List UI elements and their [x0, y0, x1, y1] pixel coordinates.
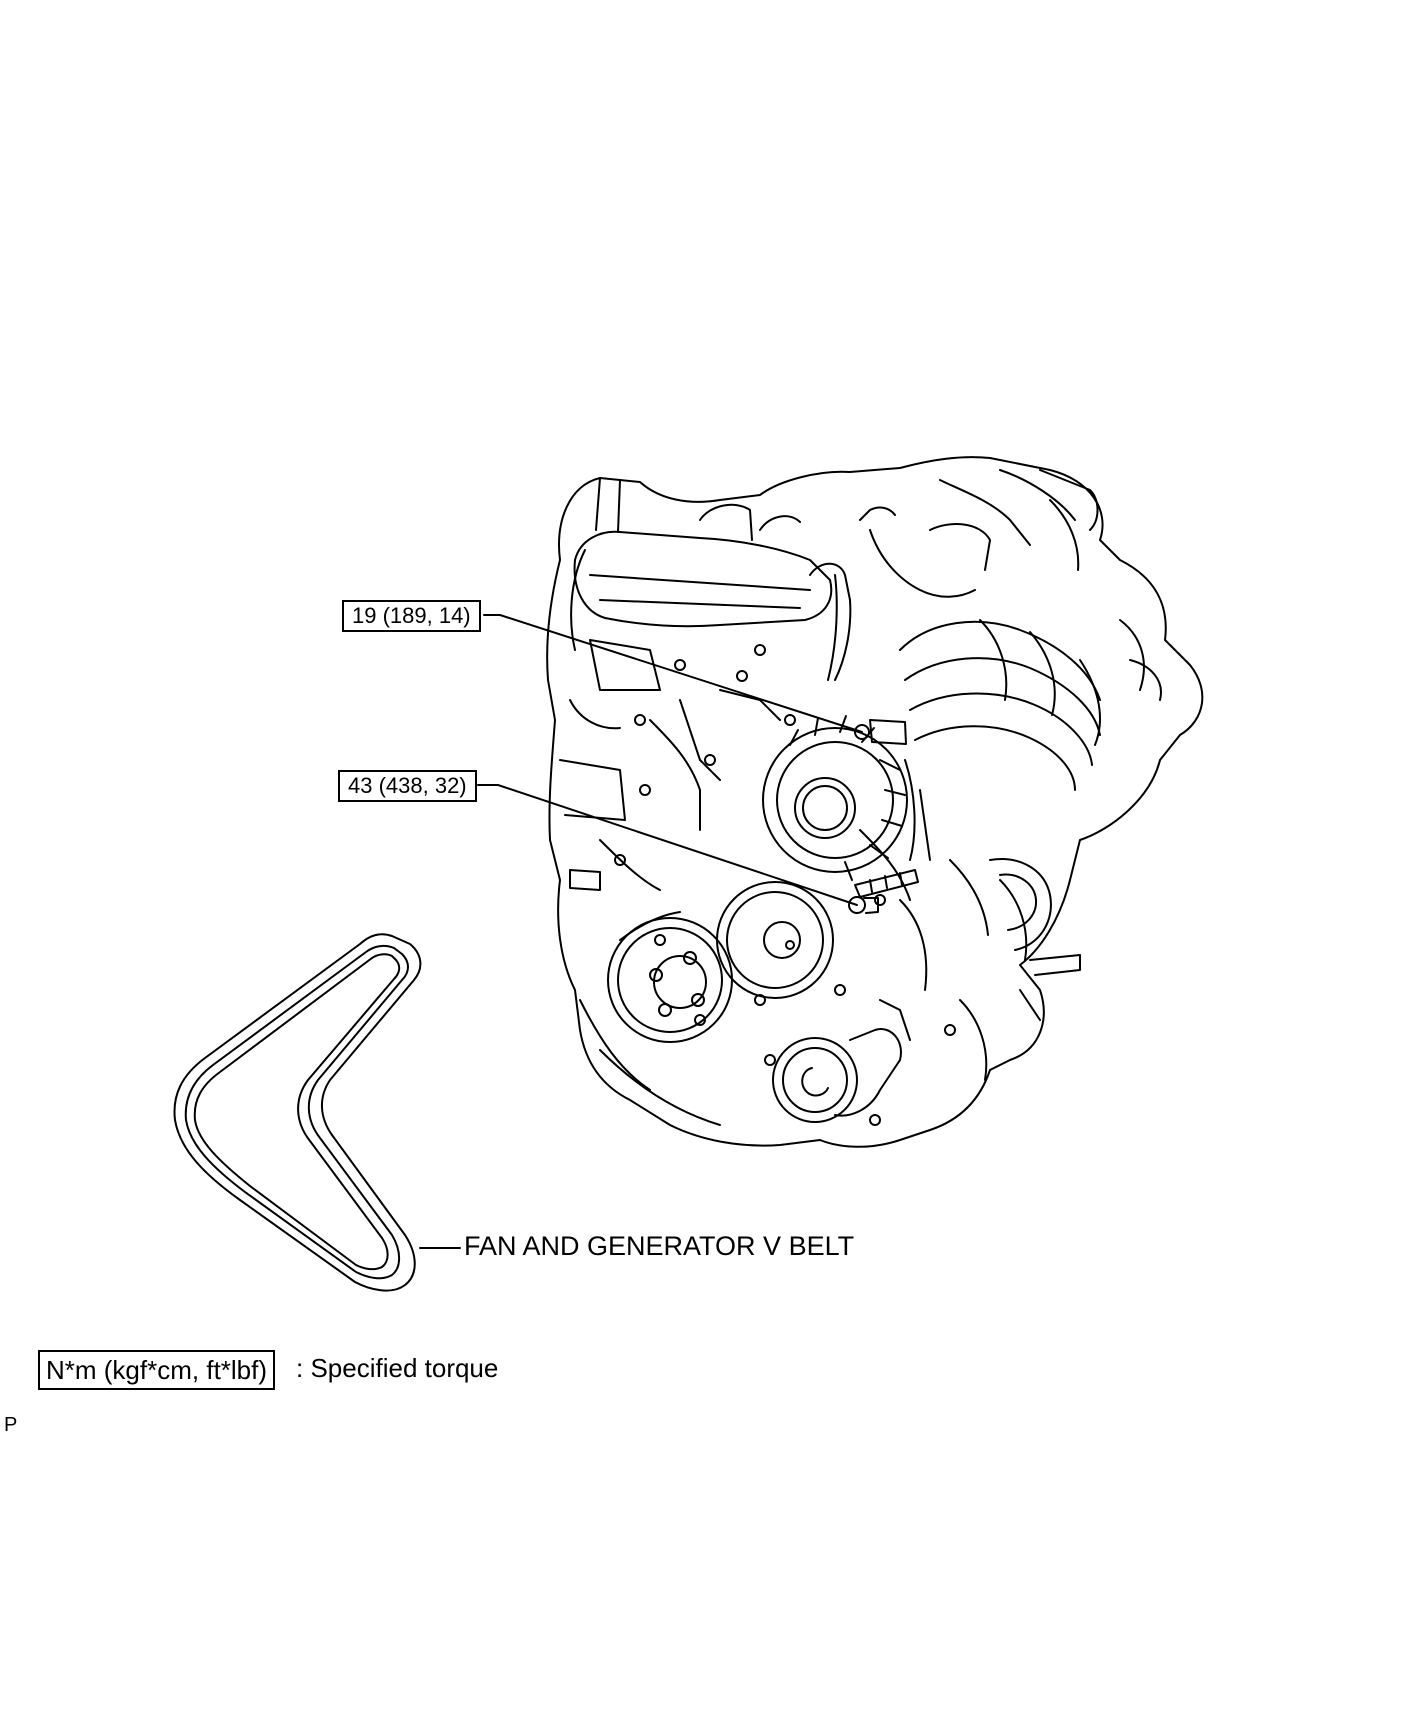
torque-callout-lower-bolt: 43 (438, 32)	[338, 770, 477, 802]
leader-line-upper-bolt	[483, 614, 863, 733]
legend-description: : Specified torque	[296, 1353, 499, 1383]
engine-block	[546, 456, 1204, 1148]
corner-mark: P	[4, 1414, 18, 1436]
torque-leader-lines	[477, 614, 863, 906]
legend-unit-box: N*m (kgf*cm, ft*lbf)	[38, 1350, 276, 1390]
fan-and-generator-v-belt	[173, 933, 461, 1292]
belt-label: FAN AND GENERATOR V BELT	[464, 1231, 855, 1261]
torque-callout-upper-bolt: 19 (189, 14)	[342, 600, 481, 632]
leader-line-lower-bolt	[477, 784, 858, 906]
